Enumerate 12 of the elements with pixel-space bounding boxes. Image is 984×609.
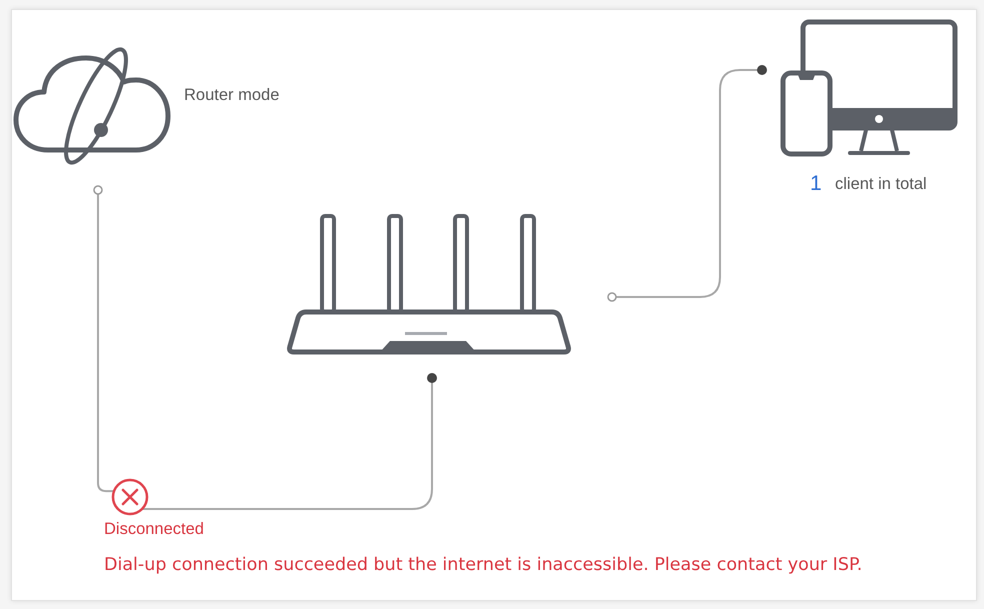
status-label: Disconnected [104, 520, 204, 540]
connector-line [142, 373, 437, 510]
mode-label: Router mode [184, 86, 280, 106]
phone-and-monitor-icon [780, 19, 958, 157]
error-message: Dial-up connection succeeded but the internet is inaccessible. Please contact your ISP. [104, 555, 862, 576]
connector-line [607, 65, 767, 302]
router-icon [287, 214, 572, 355]
cloud-icon [13, 47, 171, 165]
client-label: client in total [835, 175, 927, 195]
client-count: 1 [810, 171, 822, 196]
connector-line [93, 185, 114, 492]
error-icon [111, 478, 149, 516]
